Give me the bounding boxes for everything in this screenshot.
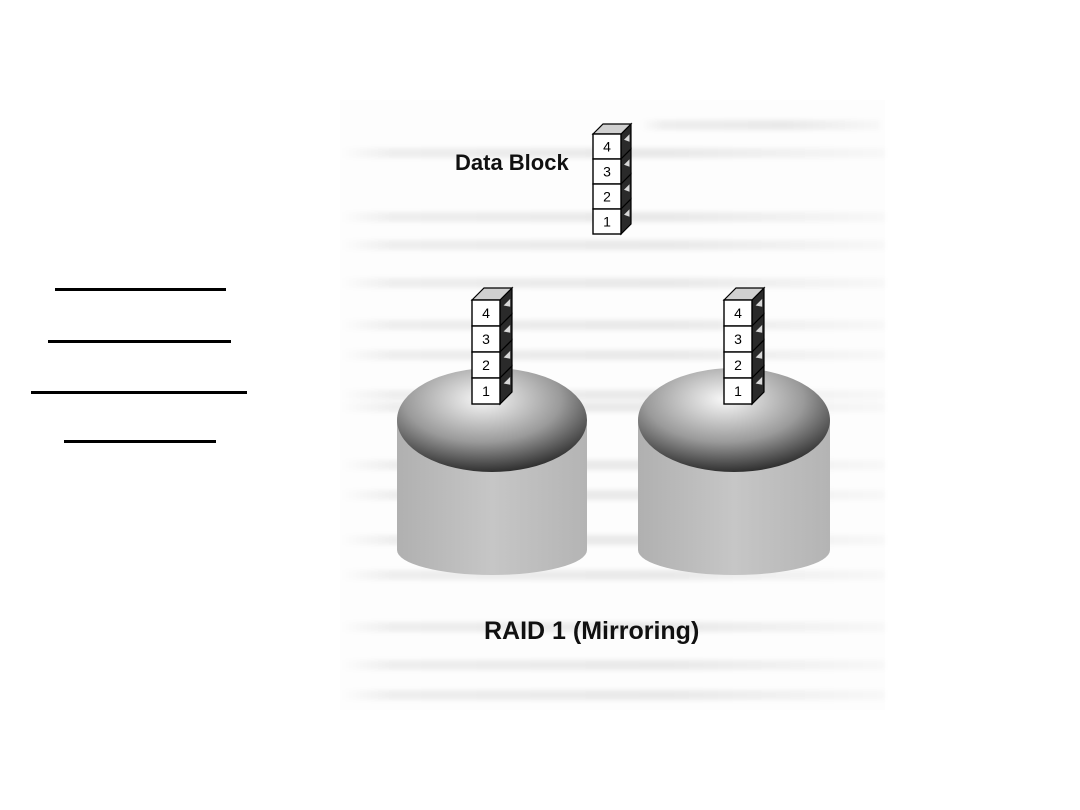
block-side-highlight [503,350,511,359]
block-front-face [723,377,753,405]
bleed-through-text [340,320,885,330]
blank-line-2 [48,340,231,343]
block-side-highlight [624,209,630,217]
bleed-through-text [340,278,885,288]
block-front-face [592,208,622,235]
block-number-label: 3 [482,331,490,347]
bleed-through-text [340,622,885,632]
block-number-label: 2 [734,357,742,373]
bleed-through-text [340,460,885,470]
block-side-highlight [755,324,763,333]
block-side-highlight [503,298,511,307]
raid-caption: RAID 1 (Mirroring) [484,617,700,645]
block-number-label: 3 [603,164,611,180]
bleed-through-text [340,570,885,580]
bleed-through-text [340,402,885,412]
block-side-highlight [755,376,763,385]
block-front-face [471,377,501,405]
block-number-label: 4 [734,305,742,321]
disk-1-cylinder [397,368,587,575]
bleed-through-text [640,120,880,130]
bleed-through-text [340,390,885,400]
block-side-highlight [624,184,630,192]
blank-line-1 [55,288,226,291]
blank-line-4 [64,440,216,443]
bleed-through-text [340,350,885,360]
bleed-through-text [340,490,885,500]
block-side-highlight [624,159,630,167]
block-number-label: 1 [734,383,742,399]
data-block-stack: 4 3 2 1 [591,122,633,236]
bleed-through-text [340,690,885,700]
disk-1-block-stack: 4 3 2 1 [470,286,514,406]
disk-2-block-stack: 4 3 2 1 [722,286,766,406]
block-number-label: 3 [734,331,742,347]
block-front-face [723,325,753,353]
block-number-label: 2 [603,189,611,205]
blank-line-3 [31,391,247,394]
block-side-highlight [755,350,763,359]
block-front-face [471,299,501,327]
block-front-face [471,325,501,353]
bleed-through-text [340,535,885,545]
block-front-face [592,183,622,210]
block-front-face [723,351,753,379]
bleed-through-text [340,240,885,250]
data-block-title: Data Block [455,150,569,175]
block-number-label: 1 [603,214,611,230]
block-side-highlight [503,324,511,333]
bleed-through-text [340,660,885,670]
block-number-label: 4 [482,305,490,321]
block-number-label: 2 [482,357,490,373]
block-number-label: 4 [603,139,611,155]
block-front-face [723,299,753,327]
block-front-face [592,158,622,185]
block-number-label: 1 [482,383,490,399]
disk-2-cylinder [638,368,830,575]
block-side-highlight [503,376,511,385]
block-side-highlight [624,134,630,142]
block-side-highlight [755,298,763,307]
